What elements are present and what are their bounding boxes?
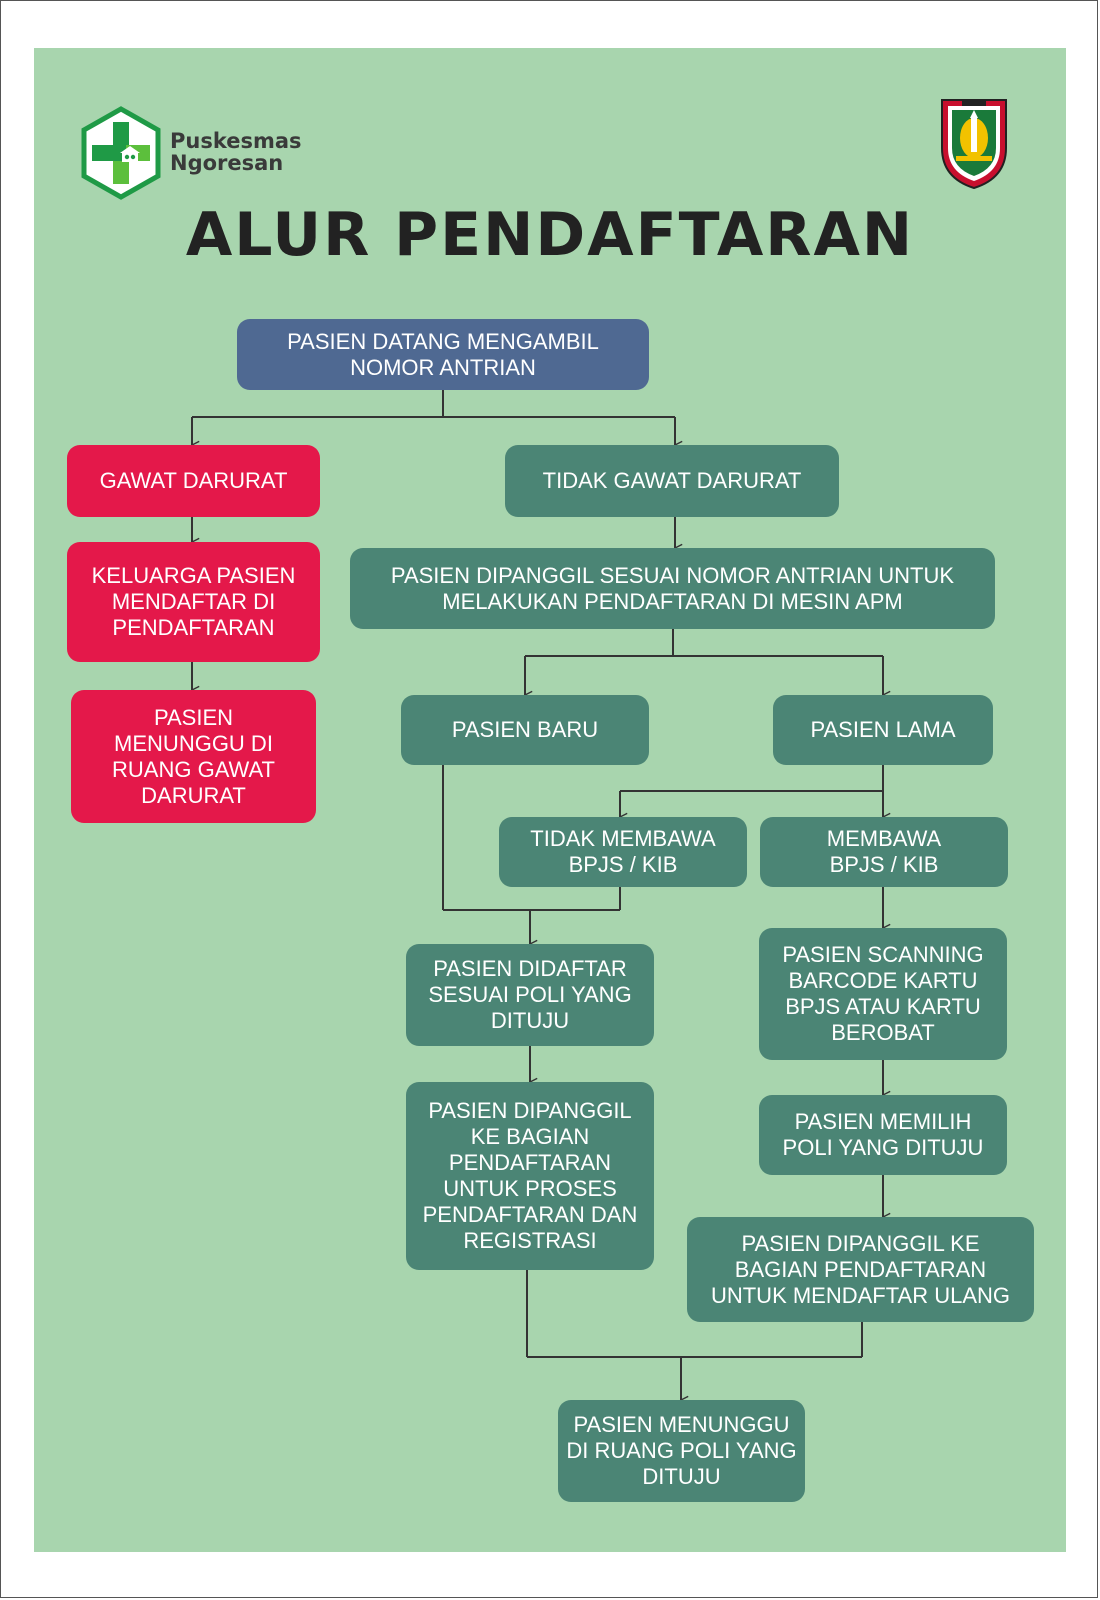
page-title: ALUR PENDAFTARAN: [185, 200, 915, 270]
flow-scan-barcode-box: PASIEN SCANNING BARCODE KARTU BPJS ATAU …: [759, 928, 1007, 1060]
flow-emergency-step2-box: PASIEN MENUNGGU DI RUANG GAWAT DARURAT: [71, 690, 316, 823]
flow-non-emergency-box: TIDAK GAWAT DARURAT: [505, 445, 839, 517]
logo-line-1: Puskesmas: [170, 129, 302, 153]
flow-wait-poli-box: PASIEN MENUNGGU DI RUANG POLI YANG DITUJ…: [558, 1400, 805, 1502]
city-emblem-icon: [941, 99, 1007, 190]
flow-emergency-step1-box: KELUARGA PASIEN MENDAFTAR DI PENDAFTARAN: [67, 542, 320, 662]
logo-line-2: Ngoresan: [170, 151, 284, 175]
logo-text: Puskesmas Ngoresan: [170, 130, 302, 174]
flow-start-box: PASIEN DATANG MENGAMBIL NOMOR ANTRIAN: [237, 319, 649, 390]
flow-choose-poli-box: PASIEN MEMILIH POLI YANG DITUJU: [759, 1095, 1007, 1175]
flow-registered-poli-box: PASIEN DIDAFTAR SESUAI POLI YANG DITUJU: [406, 944, 654, 1046]
flow-old-patient-box: PASIEN LAMA: [773, 695, 993, 765]
flow-new-patient-box: PASIEN BARU: [401, 695, 649, 765]
flow-called-reregister-box: PASIEN DIPANGGIL KE BAGIAN PENDAFTARAN U…: [687, 1217, 1034, 1322]
flow-no-card-box: TIDAK MEMBAWA BPJS / KIB: [499, 817, 747, 887]
flow-emergency-box: GAWAT DARURAT: [67, 445, 320, 517]
flow-called-registration-box: PASIEN DIPANGGIL KE BAGIAN PENDAFTARAN U…: [406, 1082, 654, 1270]
puskesmas-logo-icon: [81, 106, 161, 200]
flow-with-card-box: MEMBAWA BPJS / KIB: [760, 817, 1008, 887]
flow-called-apm-box: PASIEN DIPANGGIL SESUAI NOMOR ANTRIAN UN…: [350, 548, 995, 629]
